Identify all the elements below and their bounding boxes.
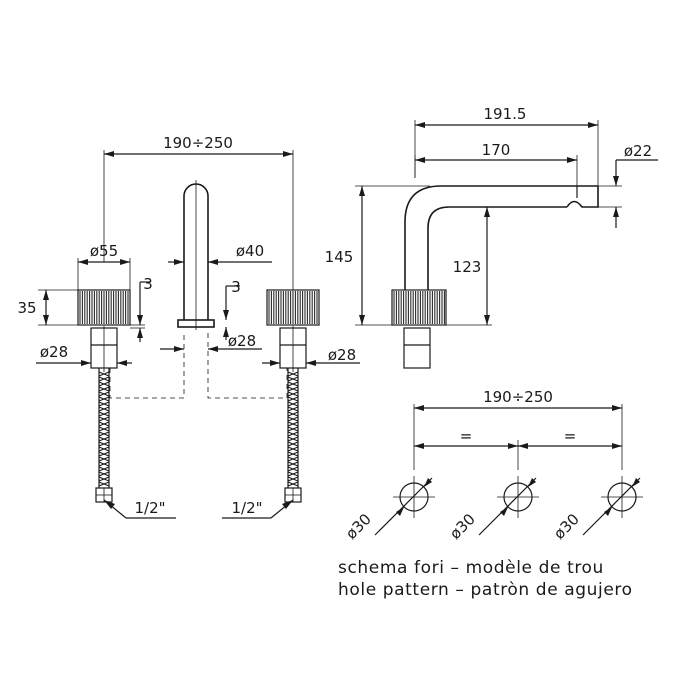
left-handle (77, 289, 131, 326)
dim-equal-right-label: = (564, 427, 577, 445)
side-shank (403, 327, 431, 369)
front-view: 190÷250 ø55 ø40 (17, 134, 360, 519)
dim-gap-left-label: 3 (143, 275, 153, 293)
dimension-spread-front: 190÷250 (103, 134, 294, 290)
right-flex-hose (284, 368, 302, 503)
dimension-shank-right: ø28 (262, 346, 360, 366)
dimension-spout-dia: ø40 (168, 242, 272, 265)
right-handle (266, 289, 320, 326)
left-shank (90, 326, 118, 372)
hole-3: ø30 (550, 476, 643, 543)
dim-hole-1-label: ø30 (342, 510, 375, 543)
dim-gap-right-label: 3 (231, 278, 241, 296)
dimension-reach: 170 (414, 141, 578, 186)
side-spout-profile (404, 185, 599, 290)
dim-spout-dia-label: ø40 (236, 242, 264, 260)
dimension-outlet-height: 123 (446, 207, 492, 326)
side-handle (391, 289, 447, 326)
dim-handle-height-label: 35 (17, 299, 36, 317)
left-flex-hose (95, 368, 113, 503)
dimension-connection-right: 1/2" (222, 499, 294, 519)
caption-line-1: schema fori – modèle de trou (338, 558, 604, 578)
dim-reach-label: 170 (482, 141, 511, 159)
dimension-hole-spread: 190÷250 (413, 388, 623, 470)
dimension-connection-left: 1/2" (103, 499, 176, 519)
dimension-gap-right: 3 (223, 278, 241, 340)
dim-shank-left-label: ø28 (40, 343, 68, 361)
dim-shank-center-label: ø28 (228, 332, 256, 350)
dimension-outlet-dia: ø22 (598, 142, 658, 228)
side-view: 191.5 170 ø22 145 (325, 105, 658, 369)
dim-hole-2-label: ø30 (446, 510, 479, 543)
dim-total-height-label: 145 (325, 248, 354, 266)
dim-connection-right-label: 1/2" (231, 499, 262, 517)
dimension-handle-dia: ø55 (77, 242, 131, 290)
dim-hole-3-label: ø30 (550, 510, 583, 543)
right-shank (279, 326, 307, 372)
dimension-handle-height: 35 (17, 289, 78, 326)
dim-total-reach-label: 191.5 (484, 105, 527, 123)
dim-handle-dia-label: ø55 (90, 242, 118, 260)
caption-line-2: hole pattern – patròn de agujero (338, 580, 633, 600)
hole-1: ø30 (342, 476, 435, 543)
right-handle-knurling (268, 291, 318, 324)
dimension-shank-left: ø28 (36, 343, 132, 366)
dim-shank-right-label: ø28 (328, 346, 356, 364)
dim-hole-spread-label: 190÷250 (483, 388, 553, 406)
hole-2: ø30 (446, 476, 539, 543)
dim-spread-label: 190÷250 (163, 134, 233, 152)
dim-connection-left-label: 1/2" (134, 499, 165, 517)
dimension-total-reach: 191.5 (414, 105, 599, 188)
dimension-total-height: 145 (325, 185, 430, 326)
dimension-gap-left: 3 (130, 275, 153, 342)
dim-equal-left-label: = (460, 427, 473, 445)
dim-outlet-height-label: 123 (453, 258, 482, 276)
side-handle-knurling (393, 291, 445, 324)
left-handle-knurling (79, 291, 129, 324)
hole-pattern: 190÷250 = = ø30 (338, 388, 643, 600)
dimension-hole-equal: = = (414, 427, 622, 470)
hidden-connections (109, 333, 288, 399)
dim-outlet-dia-label: ø22 (624, 142, 652, 160)
front-spout (177, 180, 215, 330)
dimension-shank-center: ø28 (160, 332, 262, 352)
